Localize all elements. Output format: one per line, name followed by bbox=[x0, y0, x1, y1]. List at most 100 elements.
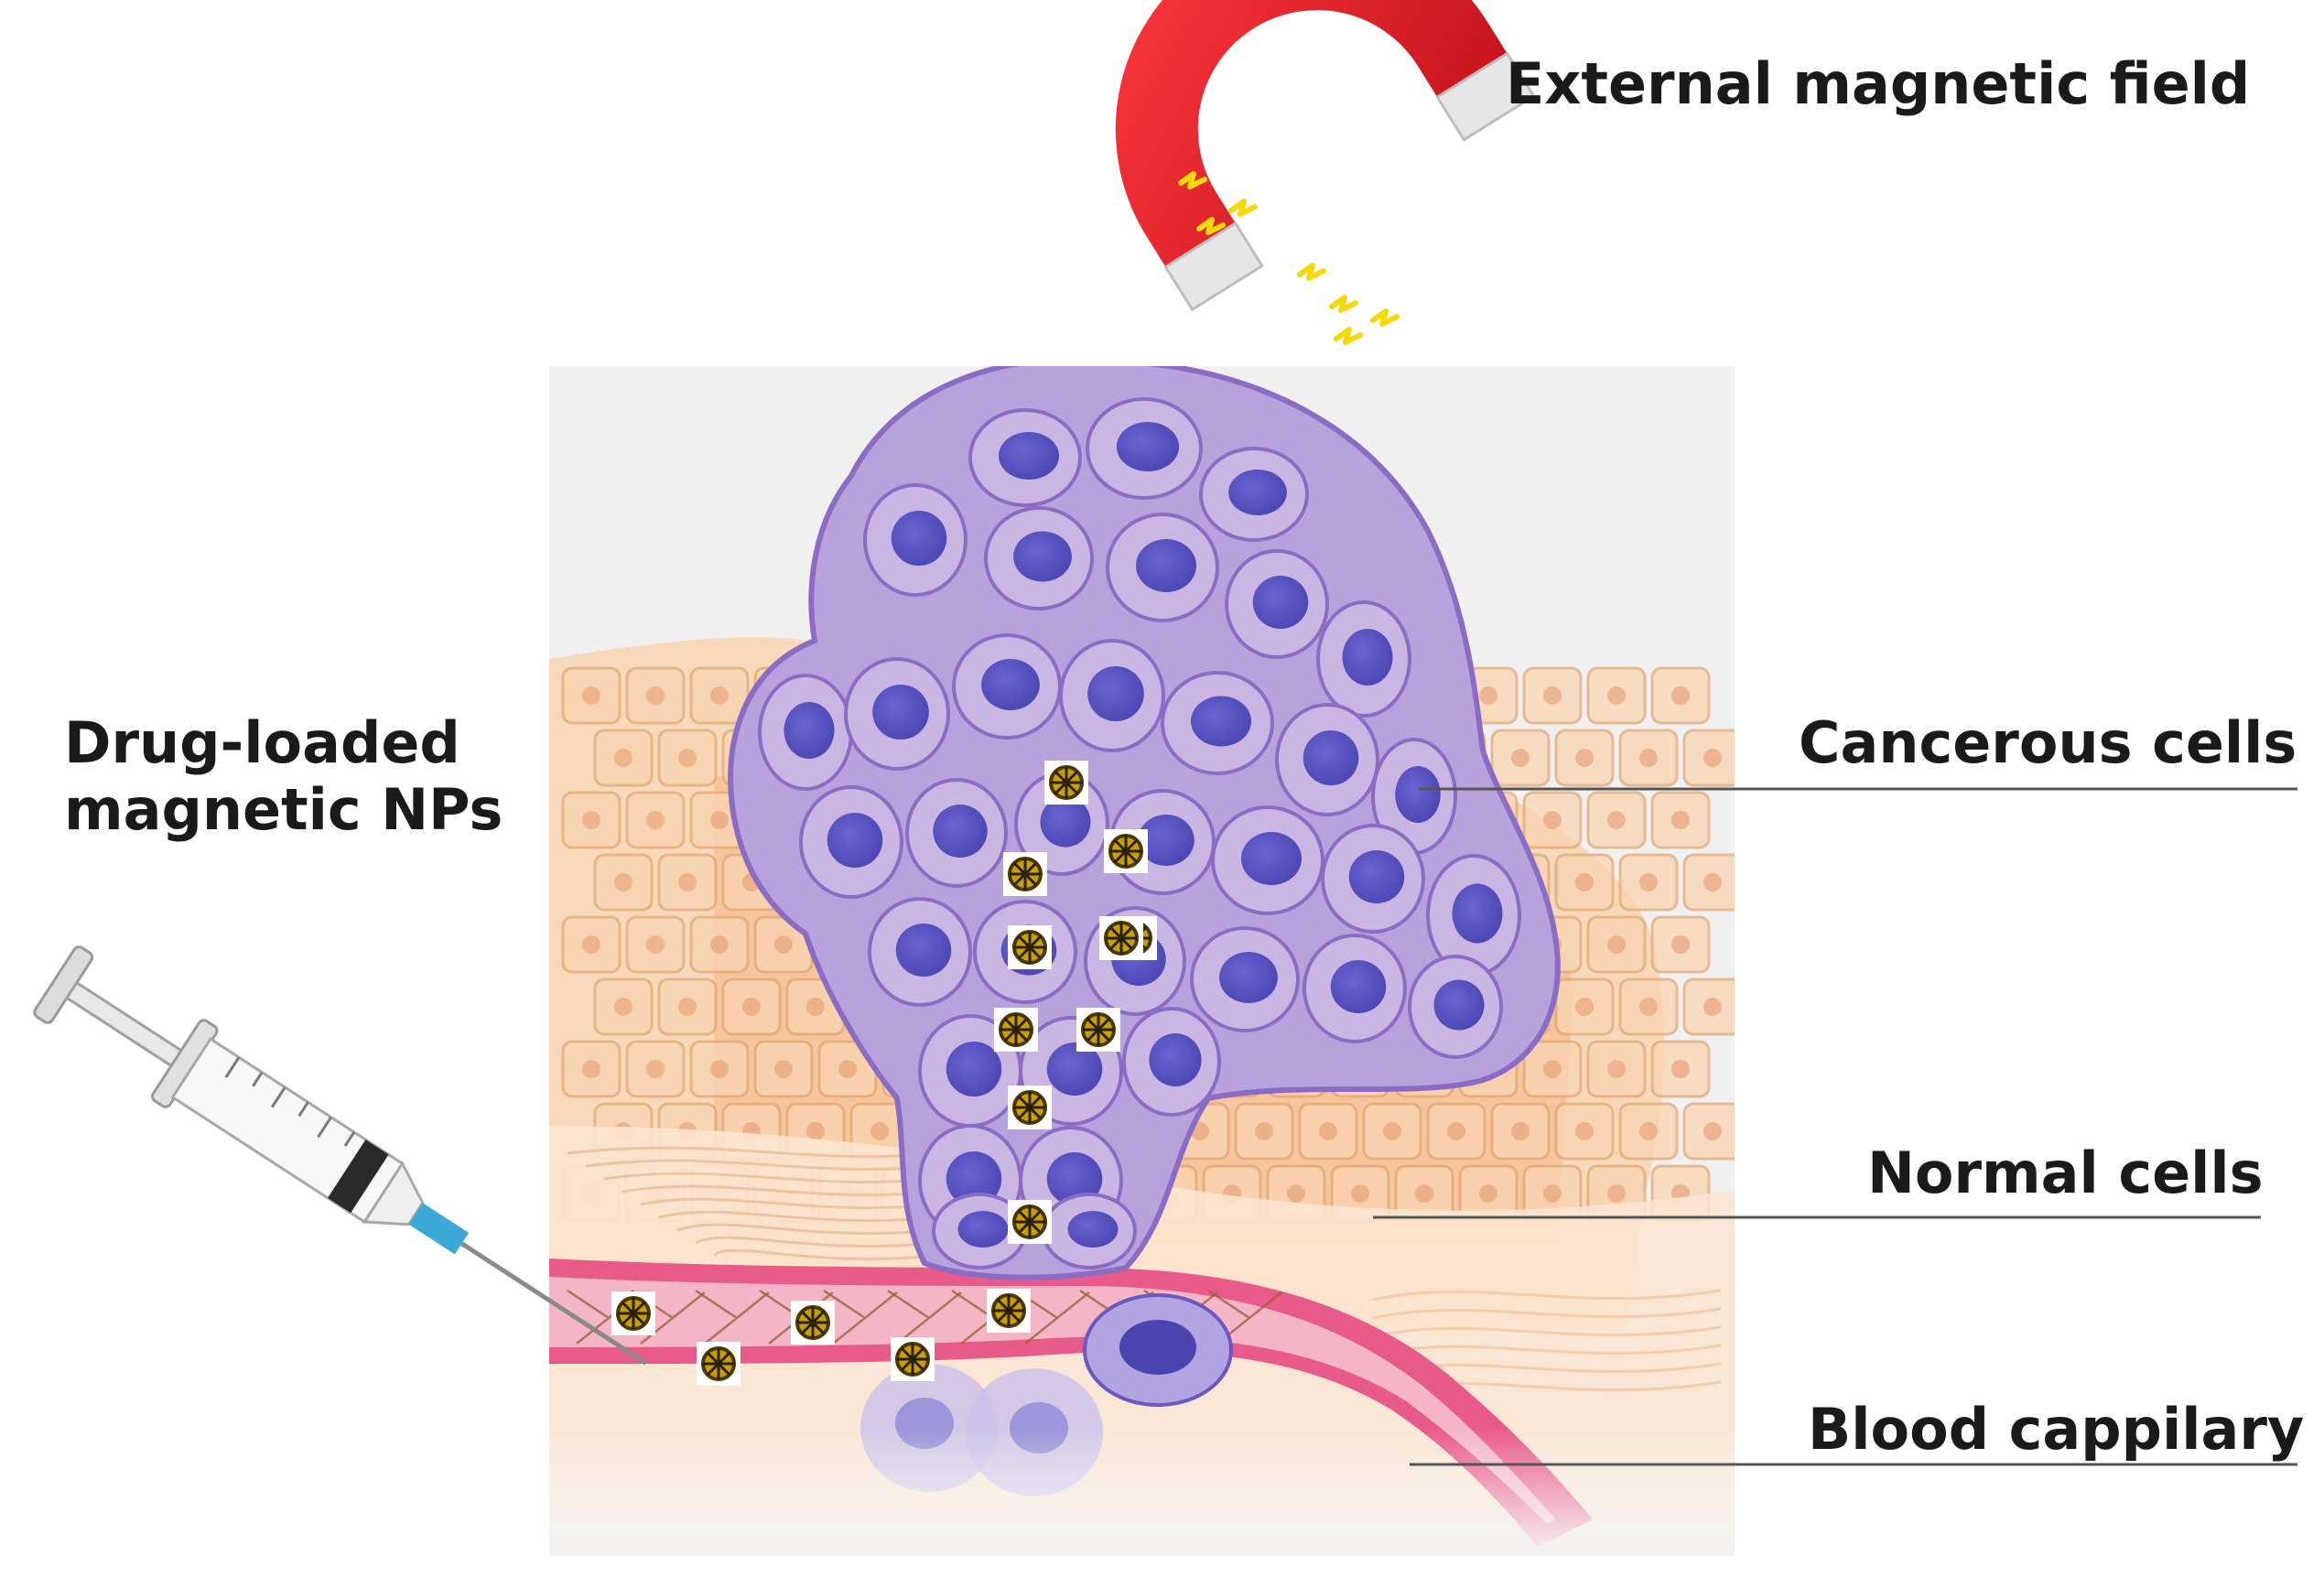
cancer-cell-nucleus bbox=[895, 924, 952, 977]
drug-nps-label-line2: magnetic NPs bbox=[64, 776, 503, 844]
cancer-cell-nucleus bbox=[1330, 960, 1387, 1013]
connective-fiber bbox=[1372, 1307, 1722, 1320]
normal-cell-nucleus bbox=[1543, 1060, 1562, 1078]
connective-fiber bbox=[1372, 1289, 1722, 1302]
normal-cell-nucleus bbox=[678, 873, 697, 891]
normal-cell-nucleus bbox=[614, 998, 632, 1016]
normal-cell-nucleus bbox=[1479, 1184, 1497, 1203]
normal-cell-nucleus bbox=[710, 686, 729, 705]
nanoparticle-icon bbox=[1008, 1200, 1052, 1244]
nanoparticle-spokes bbox=[1014, 1092, 1045, 1123]
normal-cell-nucleus bbox=[1511, 1122, 1530, 1140]
normal-cell-nucleus bbox=[1543, 1184, 1562, 1203]
magnetic-spark bbox=[1370, 308, 1400, 327]
cancer-cell-nucleus bbox=[1116, 422, 1180, 471]
normal-cell-nucleus bbox=[710, 1060, 729, 1078]
cancer-cell-nucleus bbox=[1013, 531, 1072, 582]
normal-cell-nucleus bbox=[582, 935, 600, 954]
cancer-cell-nucleus bbox=[1136, 539, 1196, 592]
normal-cell-nucleus bbox=[646, 686, 665, 705]
normal-cell-nucleus bbox=[1703, 749, 1722, 767]
nanoparticle-icon bbox=[891, 1337, 935, 1381]
normal-cell-nucleus bbox=[646, 1060, 665, 1078]
normal-cell-nucleus bbox=[710, 811, 729, 829]
normal-cell-nucleus bbox=[1255, 1122, 1273, 1140]
normal-cell-nucleus bbox=[1351, 1184, 1369, 1203]
nanoparticle-spokes bbox=[797, 1307, 828, 1338]
normal-cell-nucleus bbox=[1671, 1060, 1690, 1078]
cancer-cell-nucleus bbox=[1303, 730, 1359, 785]
normal-cell-nucleus bbox=[742, 998, 761, 1016]
normal-cell-nucleus bbox=[1703, 1122, 1722, 1140]
drug-nps-label-line1: Drug-loaded bbox=[64, 709, 460, 776]
nanoparticle-icon bbox=[1008, 1086, 1052, 1129]
normal-cell-nucleus bbox=[838, 1060, 857, 1078]
circulating-cancer-nucleus bbox=[1119, 1320, 1196, 1375]
normal-cell-nucleus bbox=[582, 1060, 600, 1078]
syringe-icon bbox=[33, 945, 648, 1366]
normal-cell-nucleus bbox=[678, 749, 697, 767]
magnetic-spark bbox=[1228, 199, 1258, 217]
nanoparticle-spokes bbox=[1014, 932, 1045, 963]
cancer-cell-nucleus bbox=[1252, 576, 1309, 629]
normal-cell-nucleus bbox=[1607, 1184, 1626, 1203]
normal-cell-nucleus bbox=[646, 935, 665, 954]
normal-cell-nucleus bbox=[1575, 749, 1594, 767]
nanoparticle-icon bbox=[1044, 761, 1088, 805]
connective-fiber bbox=[712, 1248, 971, 1260]
bottom-fade bbox=[549, 1428, 1735, 1556]
normal-cell-nucleus bbox=[806, 1122, 825, 1140]
endothelium-line bbox=[823, 1289, 898, 1345]
drug-nps-label: Drug-loaded magnetic NPs bbox=[64, 709, 503, 843]
nanoparticle-spokes bbox=[1051, 767, 1082, 798]
cancer-cell-nucleus bbox=[957, 1211, 1009, 1248]
normal-cell-nucleus bbox=[582, 811, 600, 829]
external-field-label: External magnetic field bbox=[1506, 50, 2251, 117]
cancer-cell-nucleus bbox=[1241, 832, 1302, 885]
normal-cell-nucleus bbox=[1607, 935, 1626, 954]
magnetic-spark-group bbox=[1178, 171, 1400, 345]
cancer-cell-nucleus bbox=[891, 511, 947, 566]
endothelium-line bbox=[695, 1289, 770, 1345]
normal-cell-nucleus bbox=[1479, 686, 1497, 705]
cancer-cell-nucleus bbox=[981, 659, 1040, 710]
normal-cell-nucleus bbox=[1543, 686, 1562, 705]
normal-cell-nucleus bbox=[1671, 811, 1690, 829]
cancer-cell-nucleus bbox=[1348, 850, 1405, 903]
nanoparticle-spokes bbox=[1000, 1014, 1032, 1045]
nanoparticle-icon bbox=[611, 1291, 655, 1335]
magnetic-spark bbox=[1178, 171, 1207, 189]
cancer-cell-nucleus bbox=[1087, 666, 1144, 721]
nanoparticle-icon bbox=[994, 1008, 1038, 1052]
normal-cell-nucleus bbox=[1511, 749, 1530, 767]
normal-cell-nucleus bbox=[1447, 1122, 1465, 1140]
normal-cell-nucleus bbox=[774, 935, 793, 954]
cancer-cell-nucleus bbox=[827, 813, 883, 868]
normal-cell-nucleus bbox=[1703, 873, 1722, 891]
normal-cell-nucleus bbox=[1671, 935, 1690, 954]
normal-cell-nucleus bbox=[1703, 998, 1722, 1016]
cancer-cell-nucleus bbox=[1433, 979, 1485, 1031]
cancer-cell-nucleus bbox=[1138, 815, 1194, 866]
normal-cell-nucleus bbox=[806, 998, 825, 1016]
tissue-scene bbox=[549, 366, 1735, 1556]
normal-cell-nucleus bbox=[1639, 1122, 1658, 1140]
nanoparticle-spokes bbox=[1106, 923, 1137, 954]
nanoparticle-spokes bbox=[897, 1344, 928, 1375]
normal-cell-nucleus bbox=[870, 1122, 889, 1140]
cancer-cell-nucleus bbox=[946, 1042, 1002, 1096]
cancer-cell-nucleus bbox=[1342, 629, 1393, 686]
nanoparticle-icon bbox=[1104, 829, 1148, 873]
normal-cell-nucleus bbox=[1415, 1184, 1433, 1203]
magnetic-spark bbox=[1297, 263, 1326, 281]
cancer-cell-nucleus bbox=[946, 1151, 1002, 1206]
nanoparticle-icon bbox=[1008, 925, 1052, 969]
normal-cell-nucleus bbox=[614, 873, 632, 891]
magnet-icon bbox=[1115, 0, 1536, 312]
normal-cell-nucleus bbox=[1607, 811, 1626, 829]
normal-cell-nucleus bbox=[646, 811, 665, 829]
normal-cell-nucleus bbox=[614, 749, 632, 767]
cancer-cell-nucleus bbox=[1046, 1042, 1103, 1096]
nanoparticle-icon bbox=[1003, 852, 1047, 896]
